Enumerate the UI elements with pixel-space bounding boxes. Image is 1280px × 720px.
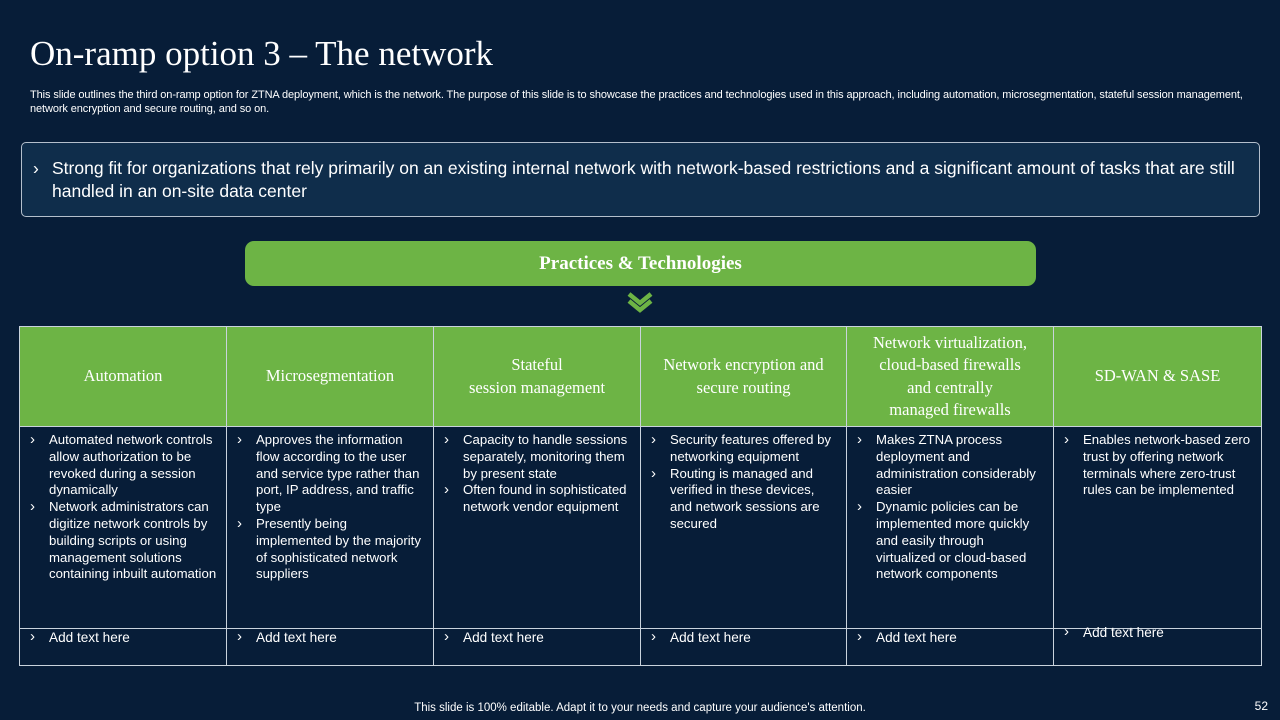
placeholder-text[interactable]: Add text here <box>651 628 838 646</box>
bullet-item: Security features offered by networking … <box>651 432 838 466</box>
column-header: Automation <box>19 326 227 427</box>
column-footer: Add text here <box>1053 623 1262 666</box>
bullet-item: Routing is managed and verified in these… <box>651 466 838 533</box>
bullet-item: Enables network-based zero trust by offe… <box>1064 432 1253 499</box>
column-header-line: SD-WAN & SASE <box>1094 366 1221 386</box>
bullet-item: Presently being implemented by the major… <box>237 516 425 583</box>
column-header: SD-WAN & SASE <box>1053 326 1262 427</box>
bullet-item: Makes ZTNA process deployment and admini… <box>857 432 1045 499</box>
column-header-line: cloud-based firewalls <box>879 355 1021 374</box>
page-number: 52 <box>1254 699 1268 713</box>
column-bullets: Capacity to handle sessions separately, … <box>433 426 641 629</box>
column-header: Network encryption and secure routing <box>640 326 847 427</box>
column-header: Network virtualization, cloud-based firew… <box>846 326 1054 427</box>
bullet-item: Often found in sophisticated network ven… <box>444 482 632 516</box>
column-header-line: Microsegmentation <box>265 366 395 386</box>
bullet-item: Network administrators can digitize netw… <box>30 499 218 583</box>
column-header-line: and centrally <box>907 377 993 397</box>
column-bullets: Automated network controls allow authori… <box>19 426 227 629</box>
placeholder-text[interactable]: Add text here <box>1064 623 1253 641</box>
table-footer-row: Add text here Add text here Add text her… <box>19 623 1262 666</box>
table-body-row: Automated network controls allow authori… <box>19 426 1262 629</box>
strong-fit-callout: › Strong fit for organizations that rely… <box>21 142 1260 217</box>
column-bullets: Enables network-based zero trust by offe… <box>1053 426 1262 629</box>
column-footer: Add text here <box>846 628 1054 666</box>
placeholder-text[interactable]: Add text here <box>237 628 425 646</box>
column-header-line: secure routing <box>696 377 791 397</box>
column-footer: Add text here <box>433 628 641 666</box>
column-header: Stateful session management <box>433 326 641 427</box>
column-bullets: Makes ZTNA process deployment and admini… <box>846 426 1054 629</box>
placeholder-text[interactable]: Add text here <box>444 628 632 646</box>
column-header-line: managed firewalls <box>889 400 1011 419</box>
column-header: Microsegmentation <box>226 326 434 427</box>
practices-technologies-banner: Practices & Technologies <box>245 241 1036 286</box>
strong-fit-text: Strong fit for organizations that rely p… <box>52 158 1235 201</box>
column-header-line: Stateful <box>511 355 563 374</box>
banner-label: Practices & Technologies <box>539 252 742 274</box>
column-bullets: Security features offered by networking … <box>640 426 847 629</box>
column-footer: Add text here <box>226 628 434 666</box>
bullet-item: Capacity to handle sessions separately, … <box>444 432 632 482</box>
column-bullets: Approves the information flow according … <box>226 426 434 629</box>
bullet-item: Automated network controls allow authori… <box>30 432 218 499</box>
slide-title: On-ramp option 3 – The network <box>30 34 494 73</box>
slide-description: This slide outlines the third on-ramp op… <box>30 89 1243 115</box>
chevron-right-icon: › <box>33 158 39 178</box>
table-header-row: Automation Microsegmentation Stateful ses… <box>19 326 1262 427</box>
double-chevron-down-icon <box>627 292 653 313</box>
column-header-line: Automation <box>83 366 163 386</box>
column-header-line: Network encryption and <box>663 355 824 374</box>
bullet-item: Dynamic policies can be implemented more… <box>857 499 1045 583</box>
column-header-line: session management <box>468 377 606 397</box>
placeholder-text[interactable]: Add text here <box>30 628 218 646</box>
bullet-item: Approves the information flow according … <box>237 432 425 516</box>
column-footer: Add text here <box>19 628 227 666</box>
slide-footer-note: This slide is 100% editable. Adapt it to… <box>414 702 866 714</box>
placeholder-text[interactable]: Add text here <box>857 628 1045 646</box>
column-footer: Add text here <box>640 628 847 666</box>
column-header-line: Network virtualization, <box>873 332 1027 352</box>
practices-table: Automation Microsegmentation Stateful ses… <box>19 326 1262 666</box>
